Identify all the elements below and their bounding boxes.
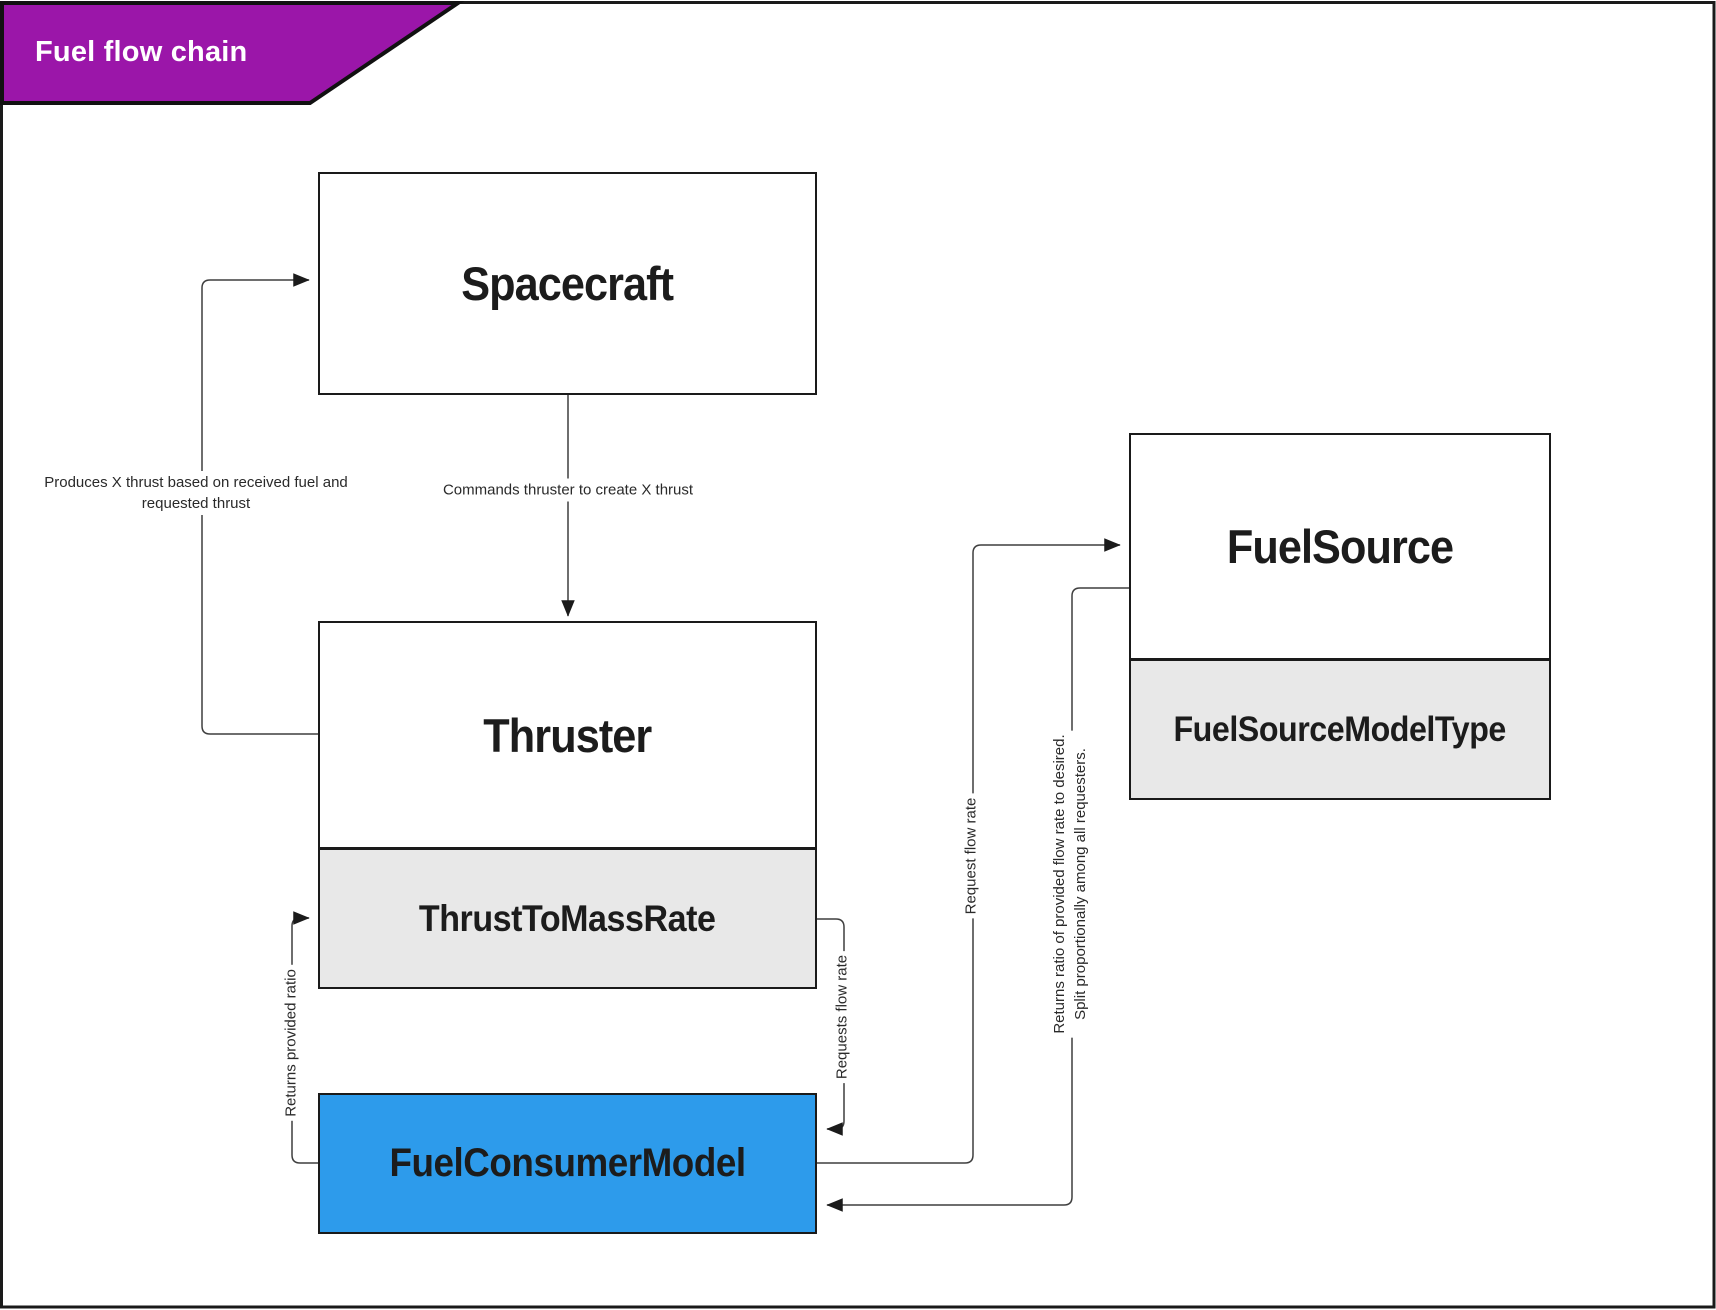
edge-label-produces-line2: requested thrust [141,495,251,512]
thruster-sub-section[interactable]: ThrustToMassRate [320,847,815,987]
edge-label-returns-provided-ratio: Returns provided ratio [279,965,303,1121]
node-spacecraft[interactable]: Spacecraft [318,172,817,395]
edge-label-returns-split: Returns ratio of provided flow rate to d… [1048,730,1092,1038]
node-fuel-source[interactable]: FuelSource FuelSourceModelType [1129,433,1551,800]
node-fuel-consumer-model[interactable]: FuelConsumerModel [318,1093,817,1234]
thrust-to-mass-rate-label: ThrustToMassRate [419,897,716,939]
thruster-main-section[interactable]: Thruster [320,623,815,847]
edge-label-produces: Produces X thrust based on received fuel… [40,471,352,515]
edge-label-request-flow-rate: Request flow rate [959,793,983,919]
frame-title: Fuel flow chain [35,36,248,68]
fuel-source-model-type-label: FuelSourceModelType [1173,709,1507,749]
fuel-source-main-section[interactable]: FuelSource [1131,435,1549,658]
edge-label-commands: Commands thruster to create X thrust [438,478,698,502]
edge-label-requests-flow-rate: Requests flow rate [830,950,854,1084]
fuel-source-sub-section[interactable]: FuelSourceModelType [1131,658,1549,798]
fuel-consumer-model-label: FuelConsumerModel [389,1141,746,1185]
edge-label-produces-line1: Produces X thrust based on received fuel… [44,474,348,491]
spacecraft-label: Spacecraft [461,257,675,310]
fuel-source-label: FuelSource [1226,520,1454,573]
node-thruster[interactable]: Thruster ThrustToMassRate [318,621,817,989]
thruster-label: Thruster [483,708,652,762]
frame-tab-shape [0,0,465,105]
fuel-consumer-model-section[interactable]: FuelConsumerModel [320,1095,815,1232]
spacecraft-section[interactable]: Spacecraft [320,174,815,393]
edge-label-returns-split-line2: Split proportionally among all requester… [1072,748,1089,1020]
edge-label-returns-split-line1: Returns ratio of provided flow rate to d… [1051,734,1068,1034]
